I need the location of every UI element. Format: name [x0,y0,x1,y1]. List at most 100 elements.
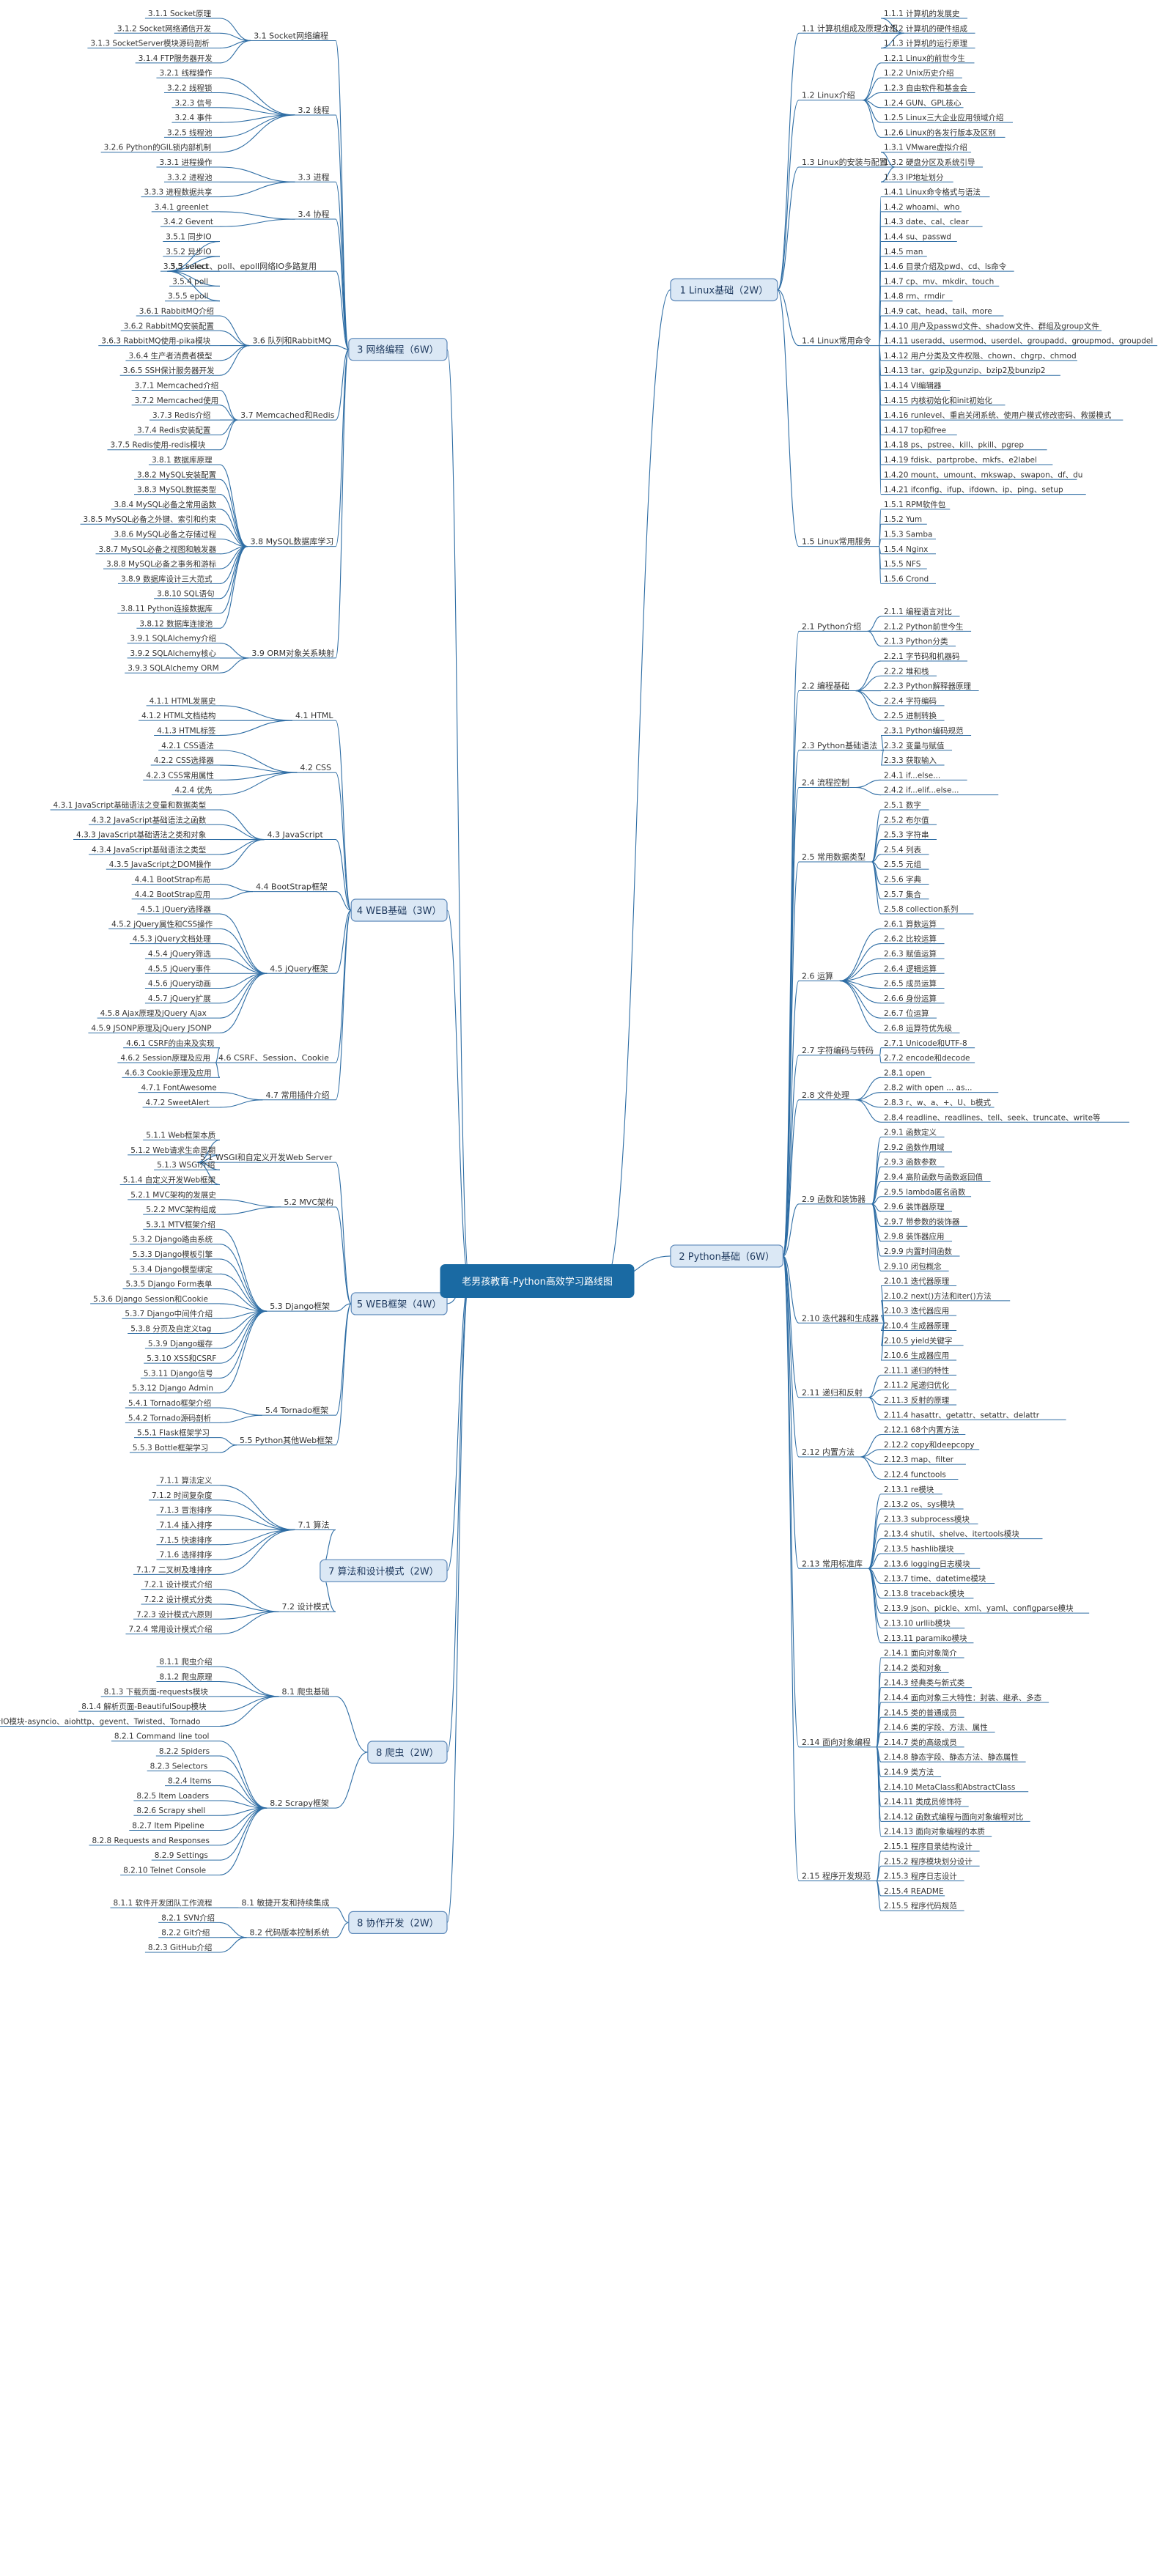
branch-node[interactable]: 5 WEB框架（4W） [350,1292,448,1315]
leaf-node: 3.8.7 MySQL必备之视图和触发器 [99,545,217,554]
connector [219,1310,267,1349]
leaf-node: 8.2.1 SVN介绍 [161,1913,215,1922]
leaf-node: 2.3.1 Python编码规范 [884,726,964,735]
connector [219,181,295,198]
leaf-node: 1.2.4 GUN、GPL核心 [884,98,962,108]
connector [219,1310,267,1364]
connector [219,494,248,547]
connector [880,734,885,751]
leaf-node: 2.14.8 静态字段、静态方法、静态属性 [884,1752,1019,1762]
connector [219,772,298,780]
connector [219,1696,279,1727]
leaf-node: 3.1.1 Socket原理 [148,10,212,18]
connector [867,630,882,647]
branch-node[interactable]: 4 WEB基础（3W） [350,898,448,922]
connector [876,1746,882,1837]
connector [219,211,295,220]
connector [839,980,882,1019]
branch-label: 4 WEB基础（3W） [357,906,442,917]
connector [219,1696,279,1712]
leaf-node: 1.5.5 NFS [884,560,921,569]
leaf-node: 4.5.1 jQuery选择器 [140,904,211,914]
leaf-node: 2.14.6 类的字段、方法、属性 [884,1723,988,1732]
connector [446,909,471,1282]
root-title: 老男孩教育-Python高效学习路线图 [462,1276,613,1288]
leaf-node: 2.2.5 进制转换 [884,711,937,720]
leaf-node: 5.4.1 Tornado框架介绍 [128,1398,211,1408]
group-node: 3.3 进程 [298,172,329,182]
leaf-node: 5.3.5 Django Form表单 [125,1280,212,1289]
group-node: 4.5 jQuery框架 [270,964,328,973]
connector [219,839,265,855]
leaf-node: 1.4.21 ifconfig、ifup、ifdown、ip、ping、setu… [884,486,1063,495]
root-node[interactable]: 老男孩教育-Python高效学习路线图 [440,1264,635,1298]
branch-node[interactable]: 2 Python基础（6W） [670,1244,783,1268]
leaf-node: 2.14.10 MetaClass和AbstractClass [884,1783,1015,1792]
connector [871,1151,882,1205]
leaf-node: 7.2.3 设计模式六原则 [136,1609,213,1619]
leaf-node: 2.8.4 readline、readlines、tell、seek、trunc… [884,1112,1101,1122]
leaf-node: 2.11.2 尾递归优化 [884,1381,950,1390]
group-node: 3.5 select、poll、epoll网络IO多路复用 [170,261,317,271]
leaf-node: 2.1.1 编程语言对比 [884,607,952,616]
connector [855,690,882,721]
branch-box [670,1244,783,1268]
leaf-node: 2.6.7 位运算 [884,1008,929,1018]
leaf-node: 2.9.2 函数作用域 [884,1143,945,1152]
leaf-node: 3.9.1 SQLAlchemy介绍 [130,634,217,643]
connector [871,861,882,915]
leaf-node: 5.5.1 Flask框架学习 [137,1428,210,1438]
connector [219,1529,295,1546]
leaf-node: 8.1.2 爬虫原理 [159,1673,213,1682]
leaf-node: 2.11.1 递归的特性 [884,1365,949,1375]
connector [335,909,352,1101]
connector [871,1203,882,1257]
leaf-node: 3.2.5 线程池 [167,128,213,137]
leaf-node: 2.6.4 逻辑运算 [884,964,937,973]
connector [876,1865,882,1882]
leaf-node: 1.4.5 man [884,248,923,257]
connector [335,772,352,911]
branch-node[interactable]: 8 爬虫（2W） [367,1741,448,1764]
connector [335,839,352,911]
leaf-node: 5.3.10 XSS和CSRF [147,1354,216,1363]
connector [335,1922,349,1938]
leaf-node: 2.9.1 函数定义 [884,1128,937,1137]
group-node: 3.7 Memcached和Redis [240,410,334,420]
connector [782,1255,800,1398]
leaf-node: 8.1.3 下载页面-requests模块 [104,1688,209,1697]
leaf-node: 5.3.12 Django Admin [132,1384,213,1393]
leaf-node: 2.9.4 高阶函数与函数返回值 [884,1172,984,1181]
connector [335,349,350,547]
leaf-node: 2.2.4 字符编码 [884,696,937,706]
leaf-node: 4.5.5 jQuery事件 [148,964,211,973]
leaf-node: 3.8.4 MySQL必备之常用函数 [114,500,217,509]
branch-node[interactable]: 7 算法和设计模式（2W） [320,1559,448,1582]
leaf-node: 4.6.3 Cookie原理及应用 [125,1068,211,1077]
connector [335,218,350,350]
connector [219,546,248,599]
connector [878,345,882,495]
connector [860,1456,882,1480]
branch-node[interactable]: 8 协作开发（2W） [348,1911,448,1934]
leaf-node: 3.8.1 数据库原理 [152,455,213,465]
connector [219,40,251,64]
branch-node[interactable]: 1 Linux基础（2W） [670,278,778,302]
branch-node[interactable]: 3 网络编程（6W） [348,338,448,361]
group-node: 4.1 HTML [295,711,333,720]
branch-label: 8 协作开发（2W） [357,1917,439,1929]
leaf-node: 2.9.5 lambda匿名函数 [884,1187,966,1197]
leaf-node: 4.3.3 JavaScript基础语法之类和对象 [76,830,206,840]
leaf-node: 5.4.2 Tornado源码剖析 [128,1413,212,1422]
group-node: 3.1 Socket网络编程 [254,30,328,40]
leaf-node: 2.5.5 元组 [884,860,922,869]
leaf-node: 3.8.6 MySQL必备之存储过程 [114,530,217,539]
connector [219,1937,247,1953]
leaf-node: 2.6.1 算数运算 [884,919,937,929]
connector [219,92,295,116]
group-node: 8.1 敏捷开发和持续集成 [241,1897,329,1908]
leaf-node: 2.5.7 集合 [884,890,922,899]
leaf-node: 3.7.5 Redis使用-redis模块 [110,440,205,450]
connector [219,1244,267,1312]
